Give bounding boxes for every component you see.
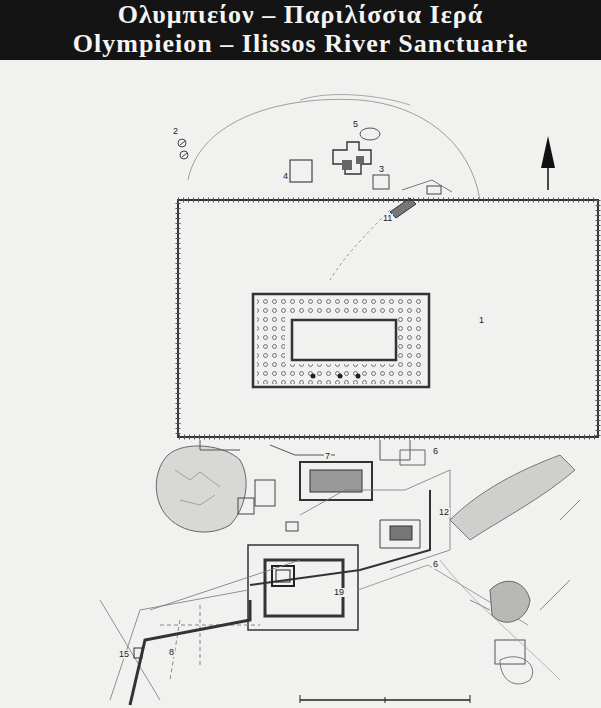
callout-number: 1	[478, 316, 485, 325]
title-english: Olympieion – Ilissos River Sanctuarie	[0, 29, 601, 59]
callout-number: 8	[168, 648, 175, 657]
callout-number: 11	[382, 214, 393, 223]
title-greek: Ολυμπιείον – Παριλίσσια Ιερά	[0, 0, 601, 30]
callout-number: 6	[432, 447, 439, 456]
callout-number: 12	[438, 508, 450, 517]
callout-number: 3	[378, 165, 385, 174]
callout-number: 4	[282, 172, 289, 181]
callout-number: 19	[333, 588, 345, 597]
callout-number: 2	[172, 127, 179, 136]
callout-number: 5	[352, 120, 359, 129]
callout-number: 7	[324, 452, 331, 461]
callout-number: 15	[118, 650, 130, 659]
callout-number: 6	[432, 560, 439, 569]
